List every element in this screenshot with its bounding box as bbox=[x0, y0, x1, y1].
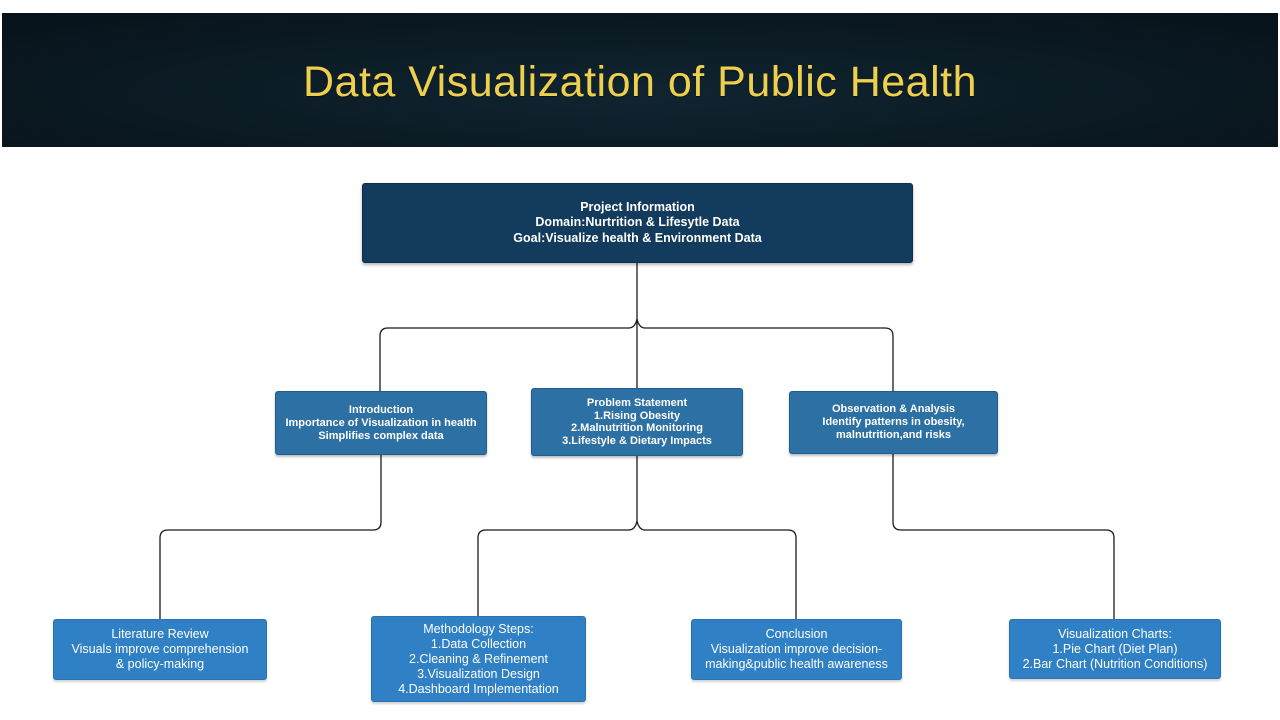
node-conclusion: Conclusion Visualization improve decisio… bbox=[691, 619, 902, 680]
node-project-information: Project Information Domain:Nurtrition & … bbox=[362, 183, 913, 263]
connector-root-branches bbox=[379, 318, 894, 391]
node-introduction-text: Introduction Importance of Visualization… bbox=[285, 403, 477, 442]
node-literature-review-text: Literature Review Visuals improve compre… bbox=[71, 627, 249, 671]
node-observation-analysis: Observation & Analysis Identify patterns… bbox=[789, 391, 998, 454]
node-project-information-text: Project Information Domain:Nurtrition & … bbox=[513, 199, 762, 245]
node-literature-review: Literature Review Visuals improve compre… bbox=[53, 619, 267, 680]
connector-introduction-to-literature bbox=[159, 455, 382, 619]
node-conclusion-text: Conclusion Visualization improve decisio… bbox=[705, 627, 888, 671]
node-methodology-steps-text: Methodology Steps: 1.Data Collection 2.C… bbox=[398, 621, 559, 696]
node-observation-analysis-text: Observation & Analysis Identify patterns… bbox=[822, 403, 965, 441]
node-problem-statement-text: Problem Statement 1.Rising Obesity 2.Mal… bbox=[562, 397, 712, 447]
node-visualization-charts: Visualization Charts: 1.Pie Chart (Diet … bbox=[1009, 619, 1221, 679]
node-methodology-steps: Methodology Steps: 1.Data Collection 2.C… bbox=[371, 616, 586, 702]
node-problem-statement: Problem Statement 1.Rising Obesity 2.Mal… bbox=[531, 388, 743, 456]
node-visualization-charts-text: Visualization Charts: 1.Pie Chart (Diet … bbox=[1022, 626, 1208, 671]
header-banner: Data Visualization of Public Health bbox=[2, 13, 1278, 147]
node-introduction: Introduction Importance of Visualization… bbox=[275, 391, 487, 455]
connector-observation-to-charts bbox=[892, 453, 1115, 619]
page-title: Data Visualization of Public Health bbox=[302, 57, 978, 106]
connector-problem-branches bbox=[477, 520, 797, 619]
